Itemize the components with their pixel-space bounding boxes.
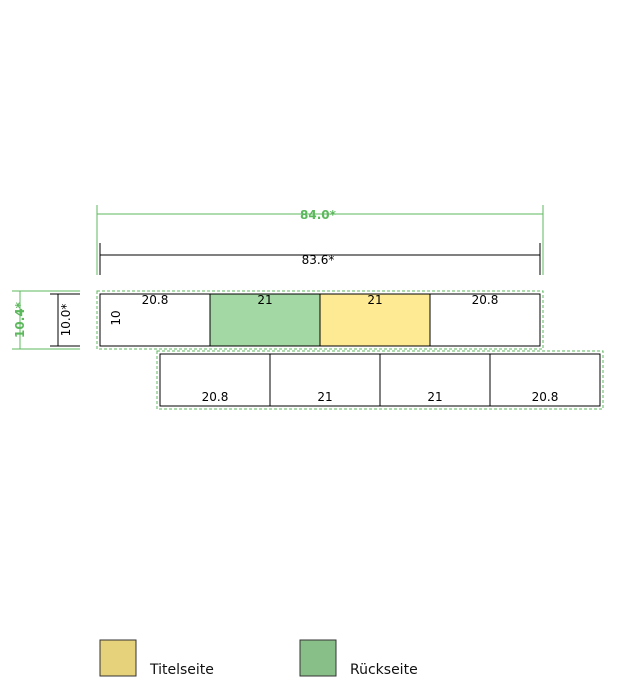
legend-label-titelseite: Titelseite	[149, 662, 214, 678]
legend-label-rueckseite: Rückseite	[350, 662, 418, 678]
bottom-strip-panel-1-label: 20.8	[202, 390, 229, 404]
bottom-strip: 20.8 21 21 20.8	[159, 353, 601, 407]
top-strip-panel-1-label: 20.8	[142, 293, 169, 307]
legend-swatch-rueckseite	[299, 639, 337, 677]
inner-height-dimension: 10.0*	[50, 293, 80, 347]
outer-height-dimension: 10.4*	[12, 290, 80, 350]
top-strip-panel-2-label: 21	[257, 293, 272, 307]
bottom-strip-panel-4	[489, 353, 601, 407]
bottom-strip-bleed	[156, 350, 604, 410]
top-strip: 20.8 21 21 20.8	[99, 293, 541, 347]
top-strip-panel-1	[99, 293, 211, 347]
outer-width-label: 84.0*	[300, 208, 337, 222]
inner-width-label: 83.6*	[302, 253, 335, 267]
bottom-strip-panel-2-label: 21	[317, 390, 332, 404]
top-strip-panel-3-label: 21	[367, 293, 382, 307]
top-strip-panel-2	[209, 293, 321, 347]
bottom-strip-panel-4-label: 20.8	[532, 390, 559, 404]
top-strip-bleed	[96, 290, 544, 350]
top-strip-panel-3	[319, 293, 431, 347]
legend-swatch-titelseite	[99, 639, 137, 677]
bottom-strip-panel-2	[269, 353, 381, 407]
outer-width-dimension: 84.0*	[96, 205, 544, 275]
top-strip-panel-4-label: 20.8	[472, 293, 499, 307]
top-strip-panel-4	[429, 293, 541, 347]
panel-height-label: 10	[109, 310, 123, 325]
legend: Titelseite Rückseite	[99, 639, 418, 678]
inner-height-label: 10.0*	[59, 304, 73, 337]
outer-height-label: 10.4*	[13, 301, 27, 338]
bottom-strip-panel-3-label: 21	[427, 390, 442, 404]
inner-width-dimension: 83.6*	[99, 243, 541, 275]
bottom-strip-panel-1	[159, 353, 271, 407]
